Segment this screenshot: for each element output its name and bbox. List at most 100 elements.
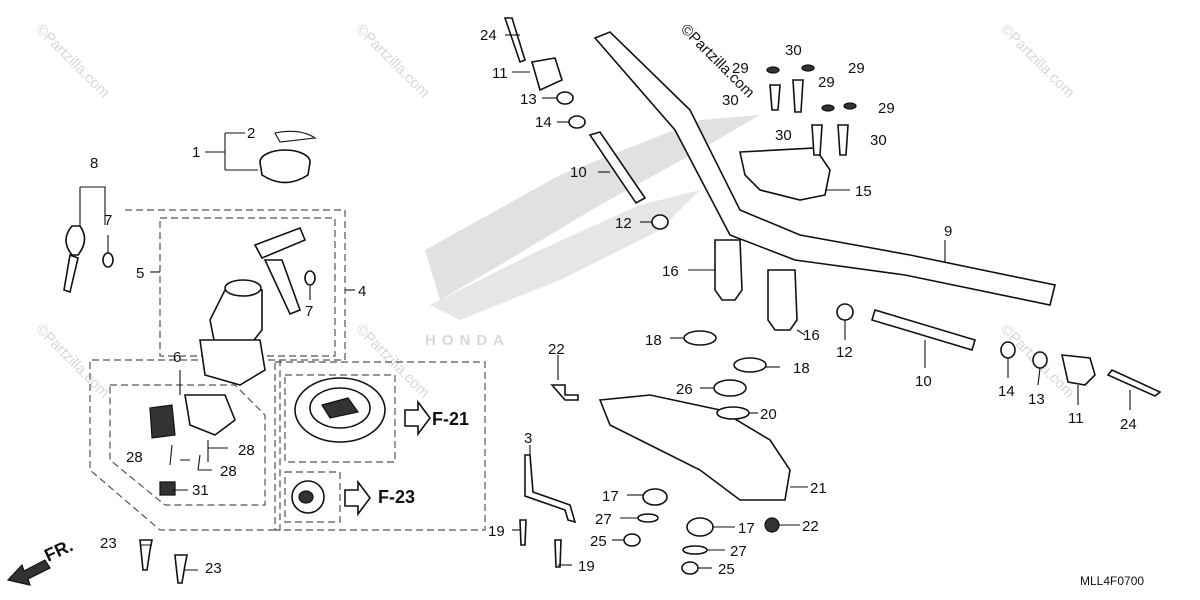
part-label: 30	[722, 92, 739, 109]
washer-29a	[766, 66, 780, 74]
assembly-outline-4	[89, 209, 346, 531]
part-number-labels: 24 11 13 14 10 12 16 16 18 18 22 26 20 3…	[90, 27, 1137, 578]
part-label: 8	[90, 155, 98, 172]
part-label: 31	[192, 482, 209, 499]
ref-arrow-f23	[344, 479, 371, 517]
bolt-24b	[1106, 369, 1162, 397]
front-direction-arrow-icon	[6, 559, 51, 586]
part-label: 27	[595, 511, 612, 528]
ref-f21: F-21	[432, 409, 469, 429]
handlebar-holder-16b	[767, 269, 798, 331]
part-label: 15	[855, 183, 872, 200]
part-label: 12	[836, 344, 853, 361]
assembly-outline-5	[159, 217, 336, 357]
part-label: 30	[775, 127, 792, 144]
watermark: ©Partzilla.com	[32, 21, 113, 102]
nut-14b	[1000, 341, 1016, 359]
ignition-switch-body	[209, 289, 263, 346]
part-label: 10	[570, 164, 587, 181]
honda-wing-logo: HONDA	[425, 115, 760, 349]
part-label: 12	[615, 215, 632, 232]
key-head	[65, 225, 86, 256]
nut-14a	[568, 115, 586, 129]
bolt-30d	[837, 124, 849, 156]
part-label: 29	[818, 74, 835, 91]
weight-rod-10b	[871, 309, 976, 351]
part-label: 28	[220, 463, 237, 480]
part-label: 29	[848, 60, 865, 77]
part-label: 6	[173, 349, 181, 366]
bolt-30b	[792, 79, 804, 113]
bolt-30c	[811, 124, 823, 156]
part-label: 18	[793, 360, 810, 377]
part-label: 14	[998, 383, 1015, 400]
nut-25b	[681, 561, 699, 575]
washer-29b	[801, 64, 815, 72]
leader-lines	[107, 34, 1131, 571]
nut-26	[713, 379, 747, 397]
part-label: 20	[760, 406, 777, 423]
part-label: 2	[247, 125, 255, 142]
part-label: 29	[878, 100, 895, 117]
part-label: 25	[718, 561, 735, 578]
top-bridge-21	[598, 394, 791, 501]
bolt-22b	[764, 517, 780, 533]
logo-text: HONDA	[425, 332, 510, 349]
part-label: 28	[238, 442, 255, 459]
assembly-outline-6	[109, 384, 266, 506]
part-label: 7	[104, 212, 112, 229]
part-label: 18	[645, 332, 662, 349]
bolt-19a	[519, 519, 527, 546]
part-label: 13	[1028, 391, 1045, 408]
washer-20	[716, 406, 750, 420]
part-label: 29	[732, 60, 749, 77]
watermark: ©Partzilla.com	[352, 21, 433, 102]
part-label: 21	[810, 480, 827, 497]
part-label: 11	[492, 65, 508, 82]
part-label: 25	[590, 533, 607, 550]
part-label: 11	[1068, 410, 1084, 427]
part-label: 26	[676, 381, 693, 398]
ignition-cylinder	[224, 279, 262, 297]
diagram-code: MLL4F0700	[1080, 574, 1144, 588]
part-label: 5	[136, 265, 144, 282]
direction-label: FR.	[41, 535, 76, 565]
weight-rod-10a	[588, 131, 647, 205]
seat-lock-box	[284, 471, 341, 523]
block-31	[159, 481, 176, 496]
nut-12b	[836, 303, 854, 321]
rubber-17b	[686, 517, 714, 537]
key-tag	[253, 226, 307, 260]
part-label: 13	[520, 91, 537, 108]
ref-arrow-f21	[404, 399, 431, 437]
part-label: 17	[602, 488, 619, 505]
collar-13b	[1032, 351, 1048, 369]
part-label: 28	[126, 449, 143, 466]
washer-29c	[821, 104, 835, 112]
part-label: 10	[915, 373, 932, 390]
part-label: 24	[480, 27, 497, 44]
part-label: 19	[488, 523, 505, 540]
part-label: 23	[205, 560, 222, 577]
fuel-cap-box	[284, 374, 396, 463]
bar-end-weight-11b	[1060, 354, 1096, 386]
bolt-19b	[554, 539, 562, 568]
handlebar-9	[593, 31, 1056, 306]
o-ring-7b	[304, 270, 316, 286]
assembly-outline-fuel	[274, 361, 486, 531]
part-label: 16	[803, 327, 820, 344]
part-label: 30	[785, 42, 802, 59]
fuel-cap-lid	[321, 397, 360, 419]
bolt-23b	[174, 554, 188, 584]
part-label: 23	[100, 535, 117, 552]
part-label: 3	[524, 430, 532, 447]
key-in-switch	[263, 259, 302, 316]
collar-13a	[556, 91, 574, 105]
leader-1-2	[205, 132, 258, 171]
rubber-17a	[642, 488, 668, 506]
key-blade	[63, 253, 79, 294]
bracket-3	[524, 454, 577, 524]
bolt-24a	[503, 17, 526, 64]
